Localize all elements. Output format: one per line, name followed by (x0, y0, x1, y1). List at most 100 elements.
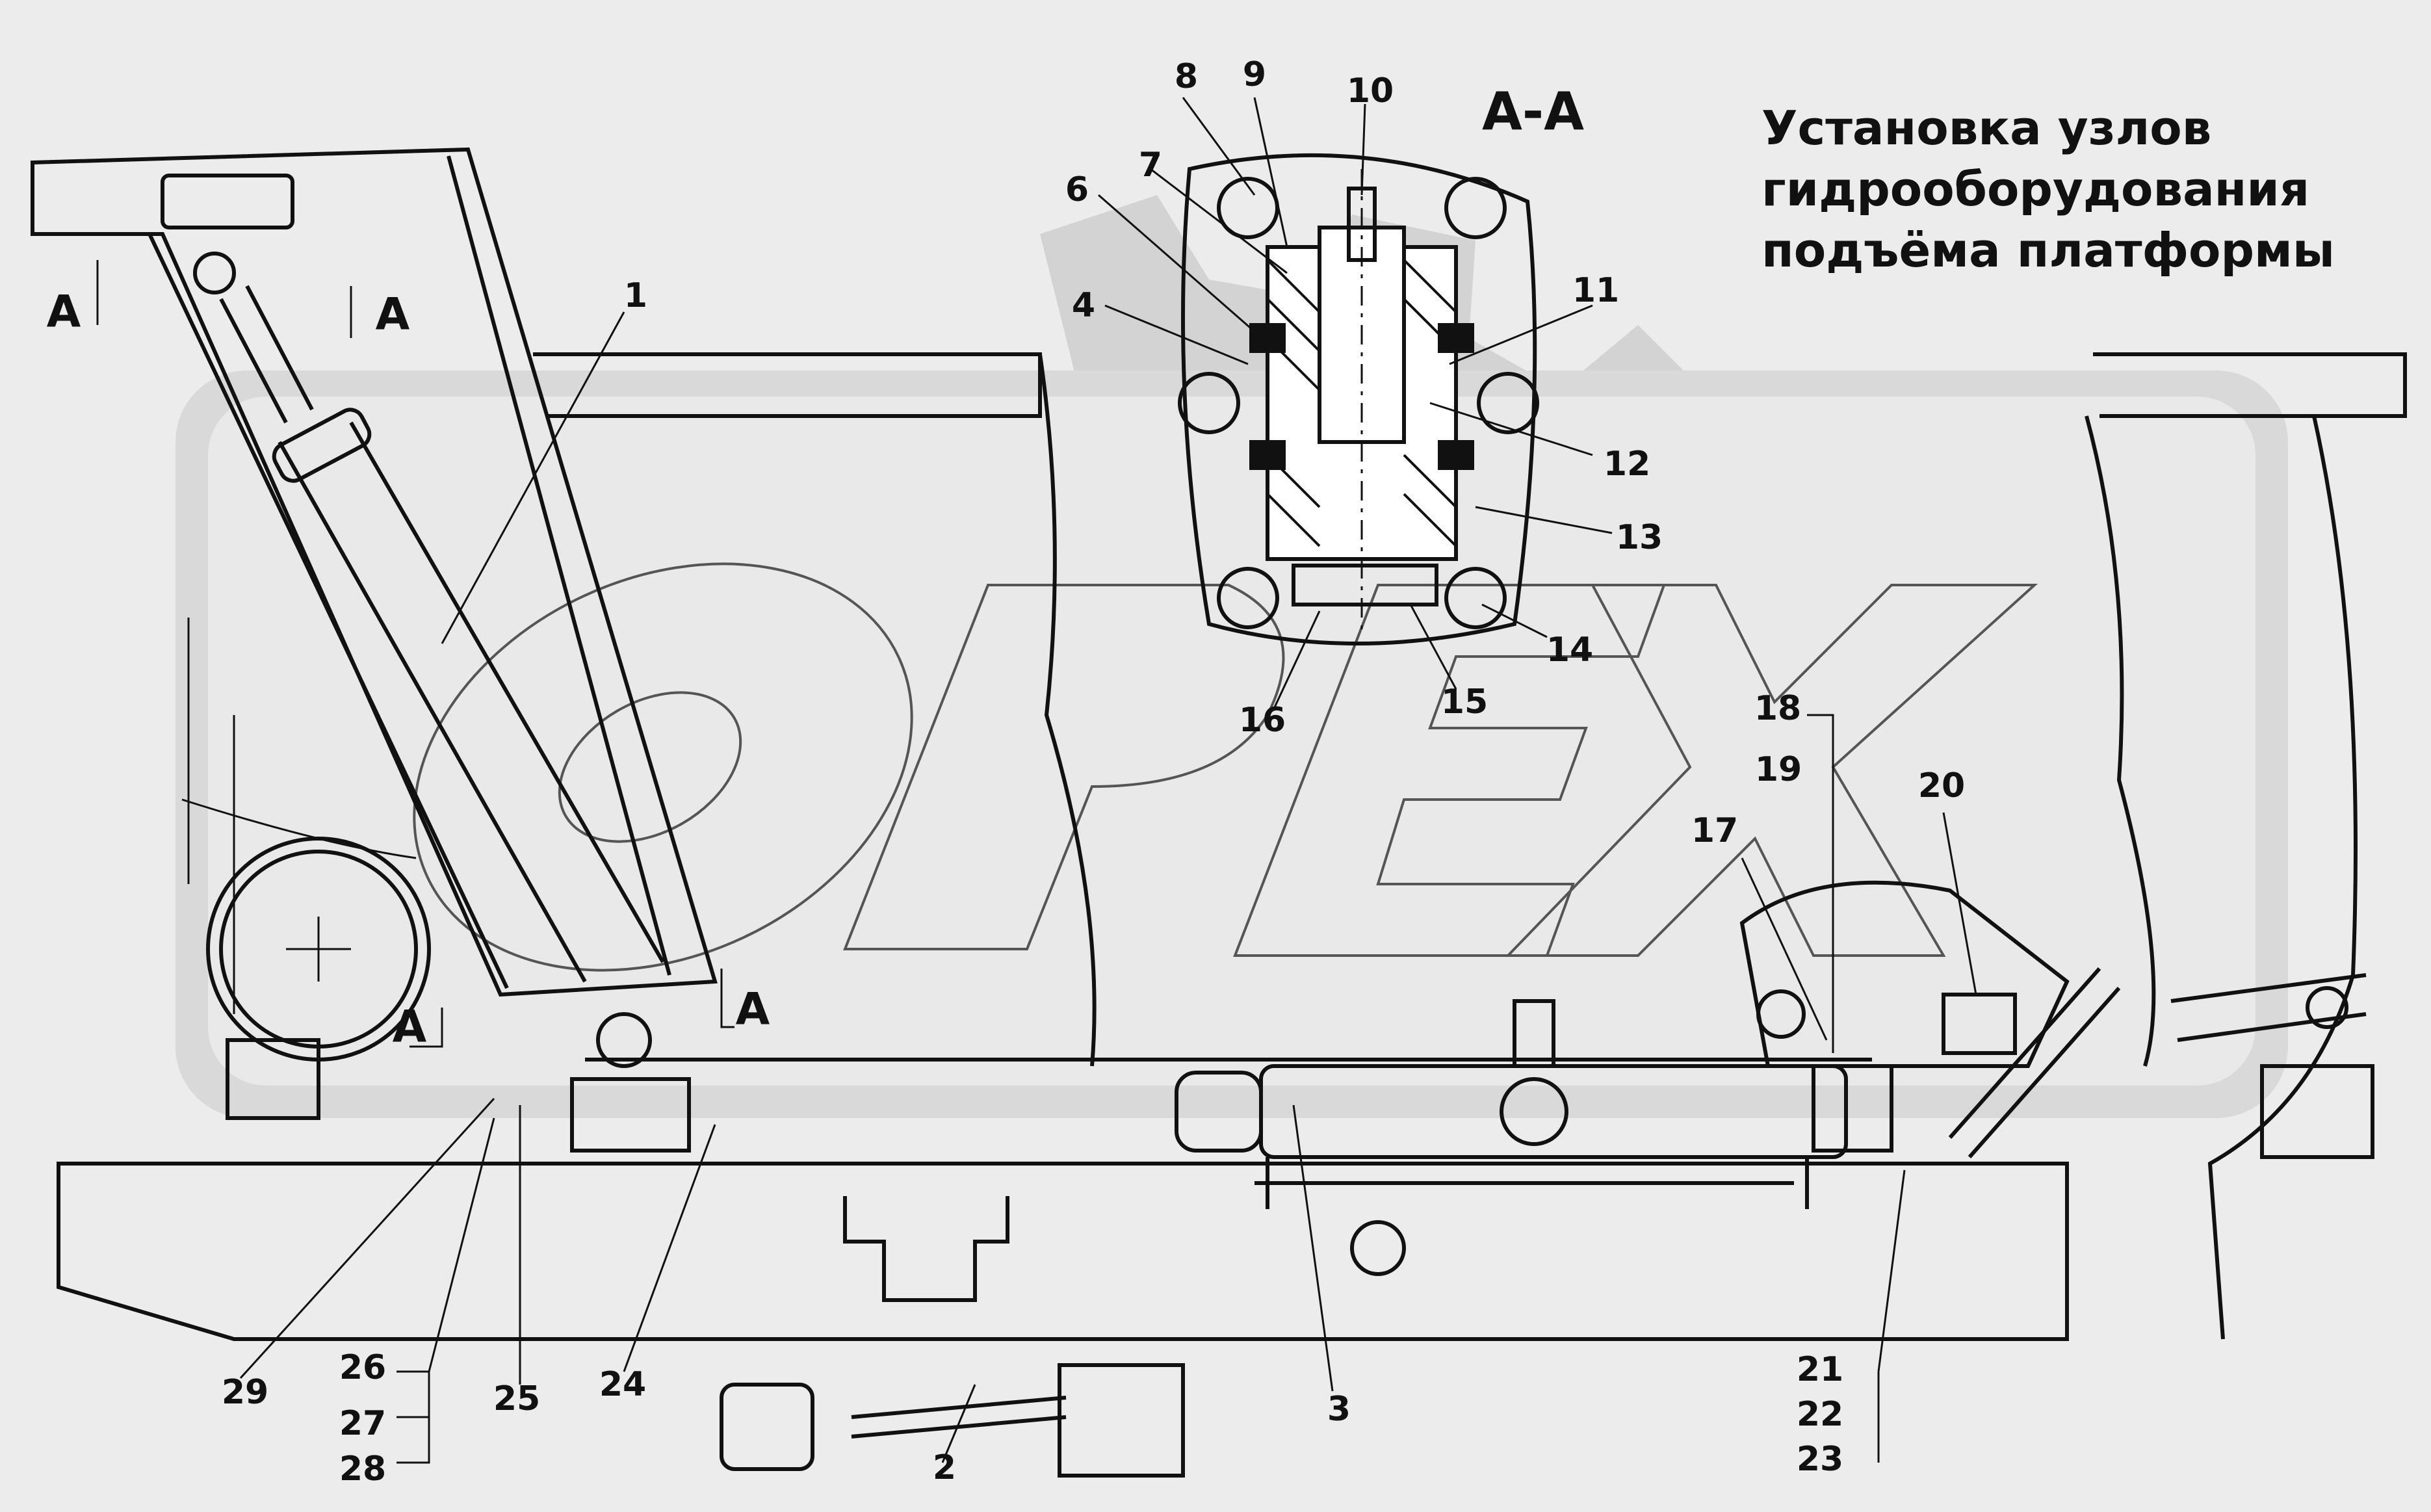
leader-lines (96, 97, 1977, 1464)
section-marker: А (46, 286, 81, 338)
section-bolt-mr (1477, 372, 1539, 434)
pivot-bracket (570, 1077, 691, 1153)
pivot-pin (596, 1012, 652, 1068)
leader-14 (1481, 603, 1548, 638)
callout-label: 10 (1346, 72, 1394, 111)
section-hatch-left (1266, 259, 1321, 547)
callout-label: 9 (1242, 55, 1267, 94)
leader-4 (1104, 304, 1249, 365)
leader-9 (1253, 97, 1288, 248)
lift-cylinder (161, 174, 665, 983)
oil-tank-assembly (1175, 999, 1848, 1276)
callout-label: 23 (1796, 1440, 1844, 1479)
section-marker: А (735, 984, 770, 1036)
frame-rail-upper-right (2093, 352, 2407, 418)
section-bolt-tr (1444, 177, 1507, 239)
section-hatch-right (1403, 259, 1457, 547)
callout-label: 12 (1603, 445, 1651, 484)
callout-label: 15 (1440, 683, 1488, 722)
callout-label: 19 (1754, 750, 1802, 789)
section-seal-right (1438, 323, 1474, 353)
oil-tank-filler (1513, 999, 1555, 1068)
section-seal-left-2 (1249, 440, 1286, 470)
leader-18-19 (1807, 714, 1834, 1053)
section-marker: А (392, 1001, 427, 1053)
valve-assembly (1739, 880, 2374, 1159)
leader-20 (1942, 812, 1977, 995)
callout-label: 26 (339, 1348, 387, 1387)
wheel-center-mark (286, 917, 351, 982)
leader-10 (1360, 103, 1366, 196)
section-bolt-tl (1217, 177, 1279, 239)
leader-6 (1098, 194, 1255, 333)
oil-tank-port (1500, 1077, 1568, 1146)
valve-right-link (2170, 973, 2367, 1042)
cut-marker-left-top (96, 260, 352, 338)
oil-tank-mounting (1254, 1157, 1809, 1209)
leader-15 (1409, 604, 1457, 690)
watermark-frame-inner (208, 397, 2256, 1086)
callout-label: 18 (1754, 689, 1802, 728)
leader-26-28 (396, 1117, 495, 1464)
watermark-logo (176, 195, 2288, 1118)
frame-rail-upper (533, 352, 1042, 418)
callout-label: 20 (1918, 766, 1966, 805)
callout-label: 21 (1796, 1350, 1844, 1389)
watermark-letter-o (413, 562, 913, 972)
pump-shaft (851, 1396, 1067, 1439)
callout-label: 17 (1691, 811, 1739, 850)
section-bolt-br (1444, 567, 1507, 629)
leader-12 (1429, 402, 1593, 456)
cylinder-barrel (278, 421, 665, 983)
frame-break-line (1038, 354, 1097, 1067)
title-line-3: подъёма платформы (1762, 223, 2335, 278)
section-label: А-А (1482, 81, 1585, 142)
leader-16 (1273, 610, 1321, 709)
section-flange-outline (1181, 153, 1537, 645)
title-line-1: Установка узлов (1762, 101, 2212, 155)
frame-right-end (2207, 415, 2358, 1340)
wheel-bracket (181, 618, 417, 1014)
valve-box-right (2260, 1064, 2374, 1159)
cylinder-gland (272, 408, 372, 483)
watermark-letter-p (843, 584, 1285, 950)
leader-1 (441, 311, 625, 644)
callout-label: 1 (623, 276, 648, 315)
leader-8 (1182, 97, 1256, 196)
callout-label: 8 (1174, 57, 1199, 96)
section-a-a (1178, 153, 1539, 645)
callout-label: 24 (599, 1365, 647, 1404)
callout-label: 29 (221, 1373, 269, 1412)
section-bolt-ml (1178, 372, 1240, 434)
pump-drive (226, 1012, 1185, 1478)
callout-label: 22 (1796, 1395, 1844, 1434)
cylinder-rod (219, 285, 314, 424)
title-line-2: гидрооборудования (1762, 162, 2310, 216)
callout-label: 13 (1615, 518, 1663, 557)
section-marker: А (375, 289, 410, 341)
valve-bracket (1812, 1064, 1893, 1153)
cylinder-top-bracket (161, 174, 294, 229)
callout-label: 3 (1327, 1390, 1351, 1429)
section-seal-left (1249, 323, 1286, 353)
watermark-letter-o-hole (558, 691, 742, 843)
valve-lever (1948, 967, 2121, 1158)
platform-arm-inner (148, 233, 509, 989)
callout-label: 11 (1572, 271, 1620, 310)
watermark-letters (413, 562, 2038, 972)
frame-break-line-right (2085, 415, 2156, 1067)
leader-21-23 (1877, 1169, 1906, 1463)
section-seal-right-2 (1438, 440, 1474, 470)
callout-label: 4 (1071, 286, 1096, 325)
frame-structure (57, 352, 2407, 1341)
valve-housing (1739, 880, 2070, 1068)
leader-29 (239, 1097, 495, 1379)
cylinder-top-pin (193, 252, 236, 294)
callout-label: 27 (339, 1404, 387, 1443)
leader-11 (1449, 304, 1593, 365)
callout-label: 28 (339, 1450, 387, 1489)
watermark-letter-x (1505, 584, 2038, 957)
pump-body (1058, 1363, 1185, 1478)
frame-cutout (843, 1196, 1009, 1302)
